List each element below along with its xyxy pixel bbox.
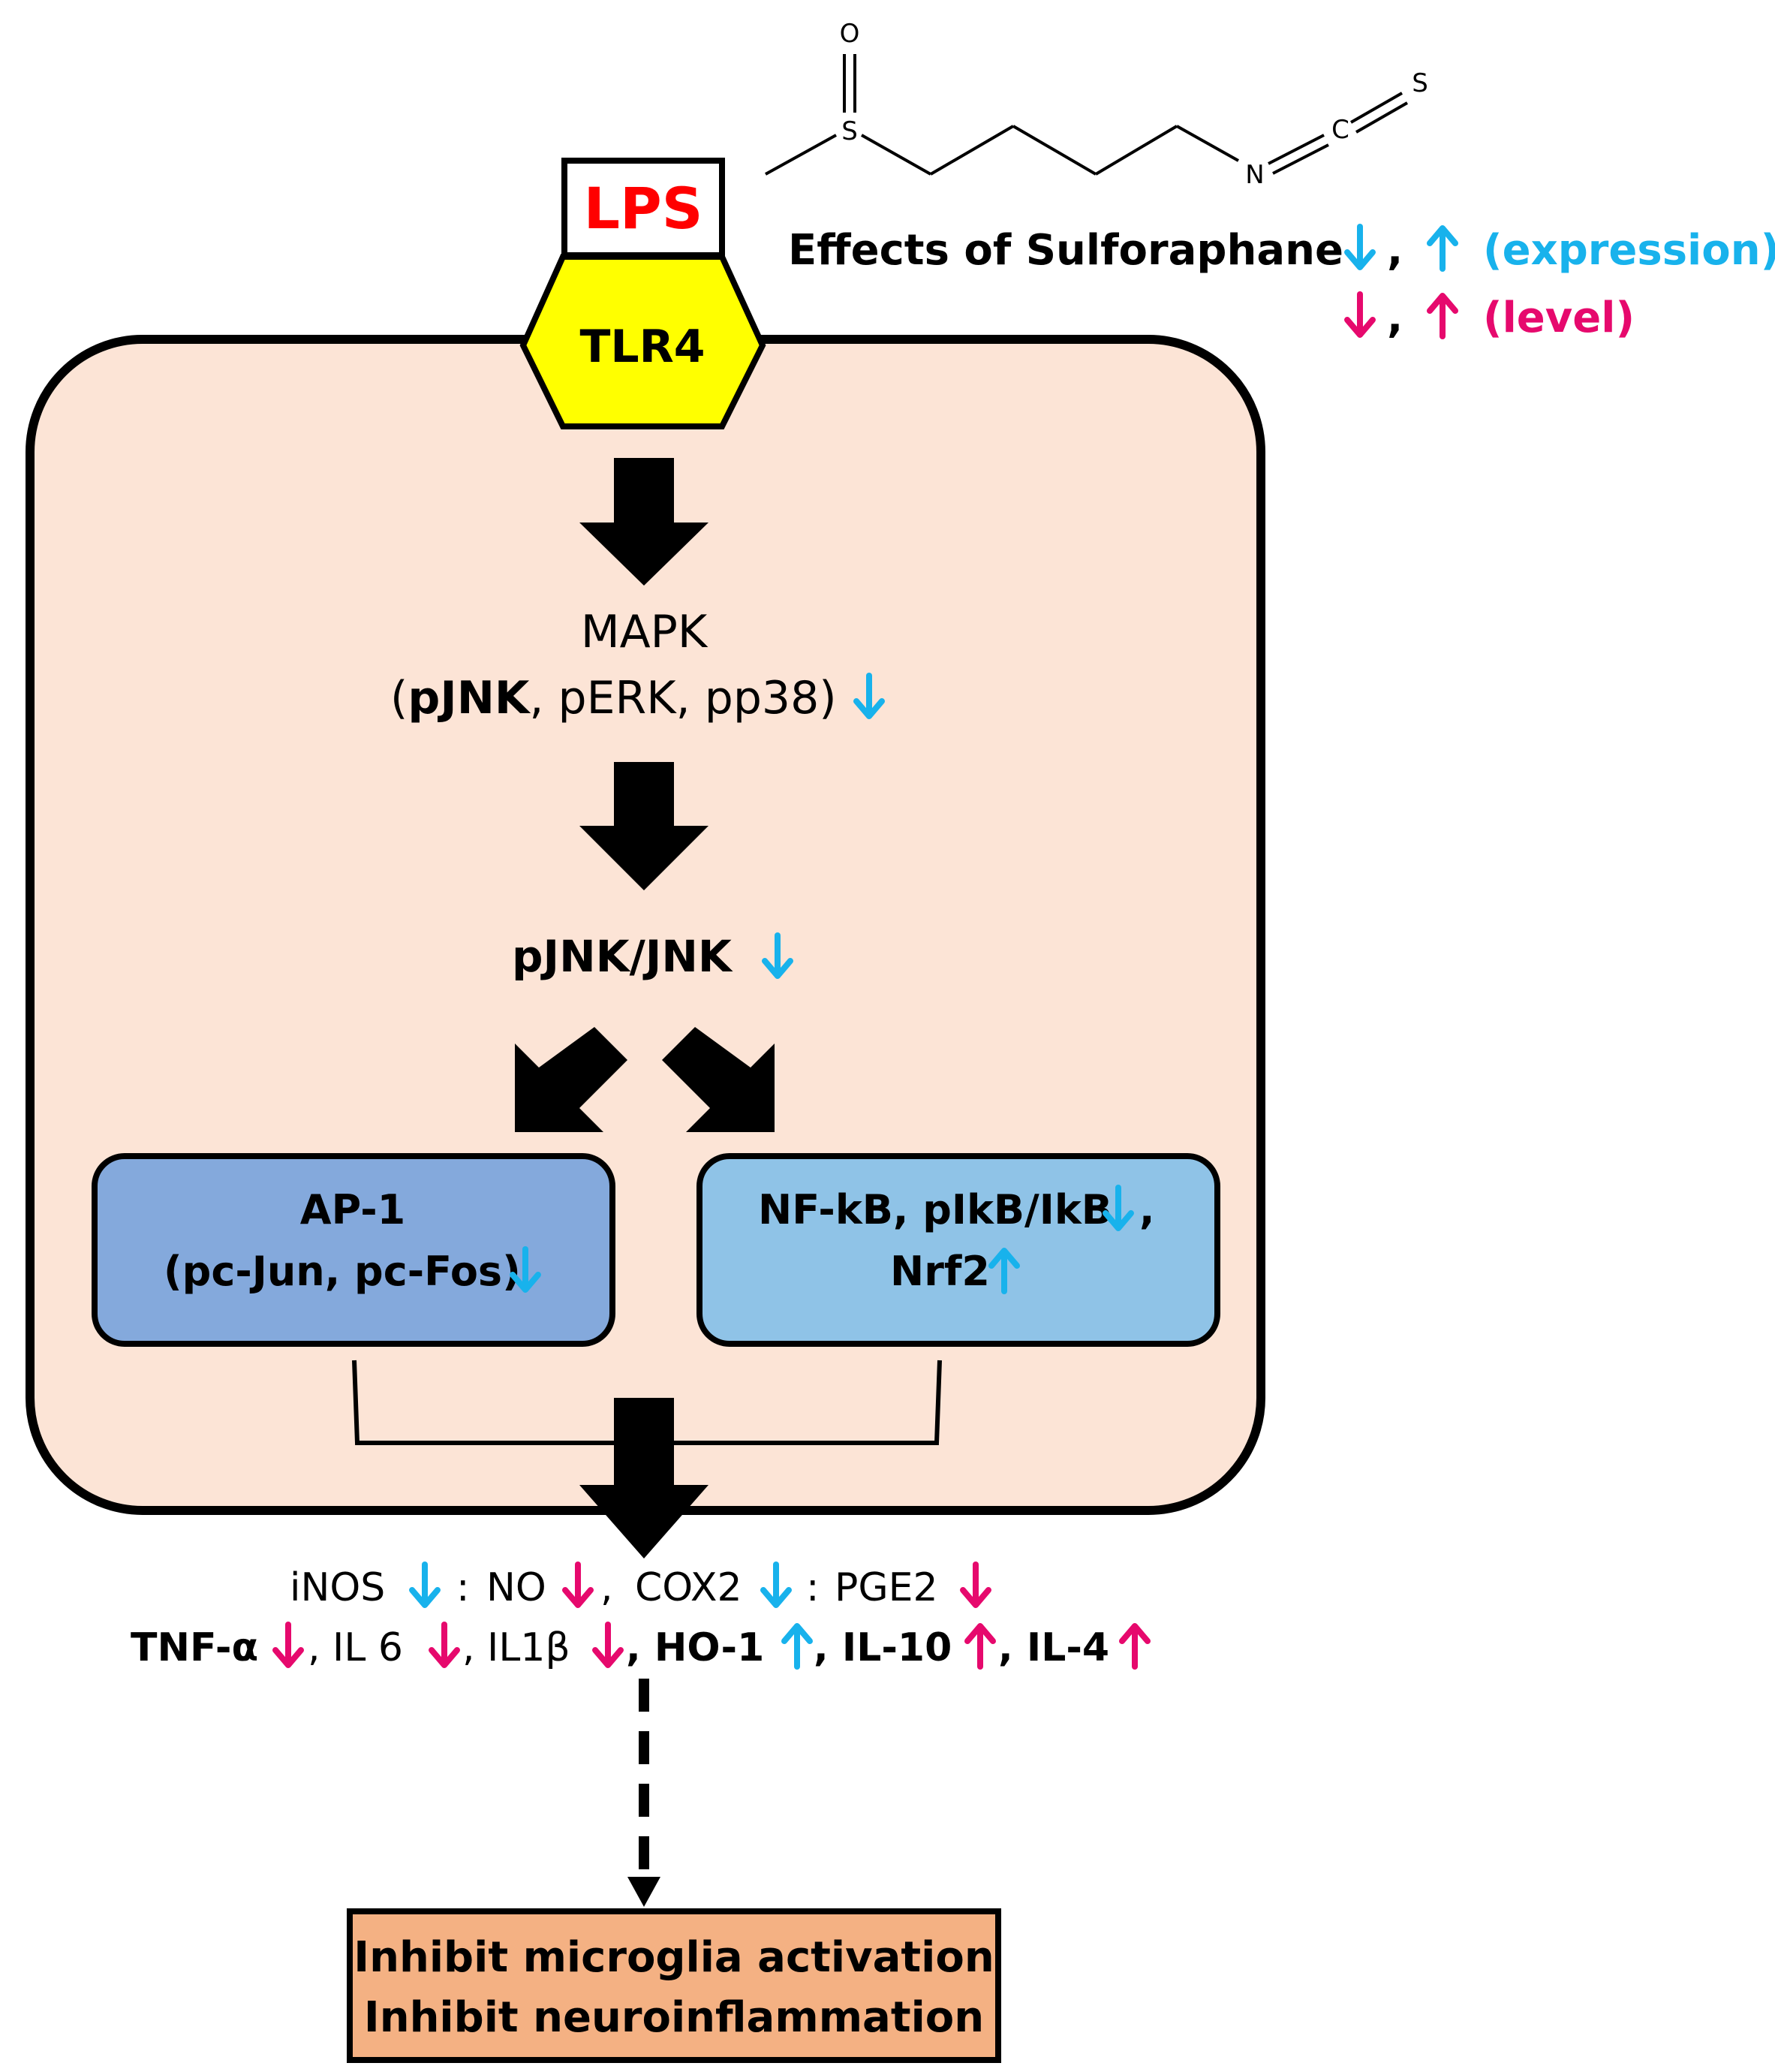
flow-arrow-tlr4-mapk bbox=[579, 458, 708, 586]
il4-label: , IL-4 bbox=[998, 1625, 1109, 1670]
outcome-line1: Inhibit microglia activation bbox=[353, 1933, 994, 1982]
tnf-down-arrow-icon bbox=[275, 1625, 301, 1665]
il4-up-arrow-icon bbox=[1122, 1626, 1148, 1667]
pge2-down-arrow-icon bbox=[963, 1565, 988, 1605]
mediators-line2: TNF-α , IL 6 , IL1β , HO-1 , IL-10 , IL-… bbox=[131, 1625, 1148, 1670]
nfkb-line1: NF-kB, pIkB/IkB bbox=[758, 1186, 1112, 1233]
il1b-down-arrow-icon bbox=[595, 1625, 621, 1665]
pge2-label: PGE2 bbox=[835, 1565, 938, 1610]
mapk-paren: ( bbox=[390, 672, 408, 724]
level-down-arrow-icon bbox=[1347, 294, 1373, 335]
jnk-label: pJNK/JNK bbox=[512, 931, 733, 982]
molecule-atoms: O S N C S bbox=[840, 19, 1428, 190]
il6-down-arrow-icon bbox=[432, 1625, 457, 1665]
legend-expression-label: (expression) bbox=[1483, 226, 1775, 275]
legend-title: Effects of Sulforaphane bbox=[788, 226, 1343, 275]
atom-sulfur: S bbox=[841, 116, 858, 146]
expression-up-arrow-icon bbox=[1430, 228, 1455, 269]
il10-label: , IL-10 bbox=[814, 1625, 952, 1670]
bond bbox=[1094, 125, 1178, 176]
il6-label: , IL 6 bbox=[308, 1625, 403, 1670]
ap1-title: AP-1 bbox=[300, 1186, 405, 1233]
bond bbox=[1176, 125, 1239, 162]
nfkb-box bbox=[696, 1153, 1220, 1347]
inos-label: iNOS bbox=[290, 1565, 385, 1610]
il10-up-arrow-icon bbox=[967, 1626, 993, 1667]
ho1-label: , HO-1 bbox=[626, 1625, 764, 1670]
lps-label: LPS bbox=[584, 175, 703, 242]
tlr4-label: TLR4 bbox=[579, 321, 705, 373]
atom-oxygen: O bbox=[840, 19, 860, 49]
dashed-arrow-head bbox=[627, 1877, 660, 1907]
flow-arrow-jnk-ap1 bbox=[515, 1027, 627, 1132]
atom-carbon: C bbox=[1331, 115, 1349, 145]
level-up-arrow-icon bbox=[1430, 296, 1455, 336]
atom-nitrogen: N bbox=[1245, 160, 1264, 190]
bond bbox=[765, 134, 837, 176]
cox2-down-arrow-icon bbox=[763, 1565, 789, 1605]
legend-sep: , bbox=[1387, 294, 1403, 342]
mapk-pjnk: pJNK bbox=[408, 672, 531, 724]
mapk-members: (pJNK, pERK, pp38) bbox=[390, 672, 837, 724]
nrf2-label: Nrf2 bbox=[890, 1248, 990, 1295]
flow-arrow-jnk-nfkb bbox=[662, 1027, 775, 1132]
il1b-label: , IL1β bbox=[462, 1625, 570, 1670]
bond bbox=[929, 125, 1015, 176]
sulforaphane-structure bbox=[765, 54, 1408, 176]
double-bond bbox=[1272, 143, 1329, 175]
cox2-label: COX2 bbox=[635, 1565, 742, 1610]
outcome-line2: Inhibit neuroinflammation bbox=[364, 1993, 984, 2042]
mapk-rest: , pERK, pp38) bbox=[529, 672, 836, 724]
mediators-line1: iNOS : NO , COX2 : PGE2 bbox=[290, 1565, 988, 1610]
tlr4-receptor bbox=[519, 254, 766, 429]
colon-separator: : bbox=[806, 1565, 820, 1610]
expression-down-arrow-icon bbox=[1347, 227, 1373, 267]
legend: Effects of Sulforaphane , (expression) ,… bbox=[788, 226, 1775, 342]
legend-level-label: (level) bbox=[1483, 294, 1635, 342]
flow-arrow-mapk-jnk bbox=[579, 762, 708, 890]
double-bond bbox=[1355, 101, 1408, 134]
lps-box bbox=[561, 158, 725, 258]
bond bbox=[1012, 125, 1097, 176]
inos-down-arrow-icon bbox=[412, 1565, 438, 1605]
no-label: NO bbox=[486, 1565, 546, 1610]
double-bond bbox=[1350, 92, 1403, 124]
ho1-up-arrow-icon bbox=[784, 1626, 810, 1667]
legend-sep: , bbox=[1387, 226, 1403, 275]
tnf-label: TNF-α bbox=[131, 1625, 258, 1670]
bond bbox=[861, 134, 931, 176]
nfkb-line1-comma: , bbox=[1139, 1186, 1155, 1233]
comma-separator: , bbox=[600, 1565, 613, 1610]
colon-separator: : bbox=[456, 1565, 470, 1610]
outcome-box bbox=[347, 1908, 1001, 2063]
ap1-subtitle: (pc-Jun, pc-Fos) bbox=[164, 1248, 521, 1295]
no-down-arrow-icon bbox=[565, 1565, 591, 1605]
double-bond bbox=[1268, 134, 1325, 165]
mapk-title: MAPK bbox=[581, 606, 708, 658]
flow-arrow-output bbox=[579, 1398, 708, 1559]
atom-sulfur-terminal: S bbox=[1412, 68, 1428, 98]
ap1-box bbox=[92, 1153, 615, 1347]
